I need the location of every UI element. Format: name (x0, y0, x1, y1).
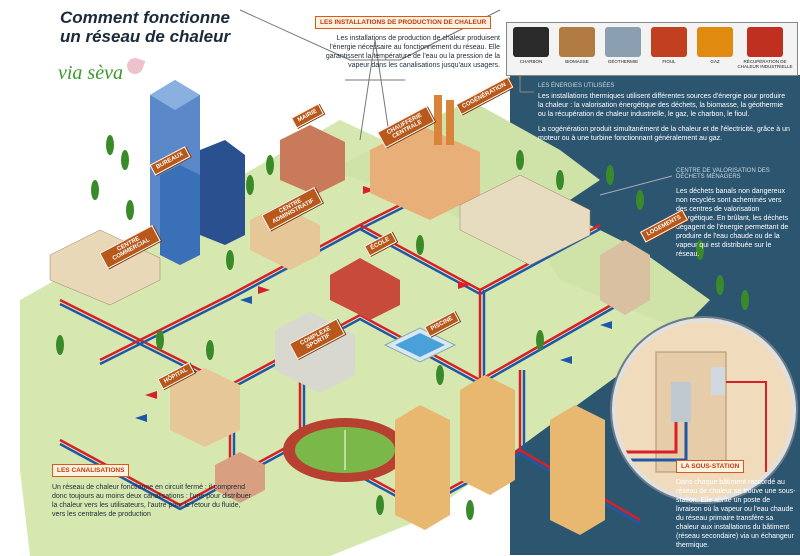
energies-label: LES ÉNERGIES UTILISÉES (538, 83, 615, 89)
pipes-header: LES CANALISATIONS (52, 464, 130, 477)
title-line-1: Comment fonctionne (60, 8, 230, 27)
industrial-heat-icon (747, 27, 783, 57)
waste-plant-label: CENTRE DE VALORISATION DES DÉCHETS MÉNAG… (676, 168, 770, 180)
fuel-oil-icon (651, 27, 687, 57)
production-header: LES INSTALLATIONS DE PRODUCTION DE CHALE… (315, 16, 492, 29)
energy-label-coal: CHARBON (519, 59, 543, 64)
title-line-2: un réseau de chaleur (60, 27, 231, 46)
energy-label-fuel: FIOUL (662, 59, 676, 64)
energy-label-industrial: RÉCUPÉRATION DE CHALEUR INDUSTRIELLE (737, 59, 793, 69)
via-seva-logo: via sèva (58, 62, 123, 84)
energy-sources-box: CHARBON BIOMASSE GÉOTHERMIE FIOUL GAZ RÉ… (506, 22, 798, 76)
biomass-icon (559, 27, 595, 57)
page-title: Comment fonctionne un réseau de chaleur (60, 8, 230, 46)
pipes-text: Un réseau de chaleur fonctionne en circu… (52, 484, 252, 518)
cogeneration-text: La cogénération produit simultanément de… (538, 126, 790, 142)
substation-text: Dans chaque bâtiment raccordé au réseau … (676, 479, 796, 549)
gas-flame-icon (697, 27, 733, 57)
stadium (283, 418, 407, 482)
waste-plant-text: Les déchets banals non dangereux non rec… (676, 188, 789, 258)
geothermal-icon (605, 27, 641, 57)
building-blocks (49, 80, 650, 535)
energy-label-geothermal: GÉOTHERMIE (607, 59, 639, 64)
coal-icon (513, 27, 549, 57)
swimming-pool (383, 327, 457, 363)
substation-header: LA SOUS-STATION (676, 460, 745, 473)
production-text: Les installations de production de chale… (325, 35, 500, 69)
energy-label-gas: GAZ (710, 59, 720, 64)
substation-detail (616, 322, 792, 498)
energy-label-biomass: BIOMASSE (565, 59, 589, 64)
substation-magnifier (612, 318, 796, 502)
energies-text: Les installations thermiques utilisent d… (538, 93, 786, 118)
